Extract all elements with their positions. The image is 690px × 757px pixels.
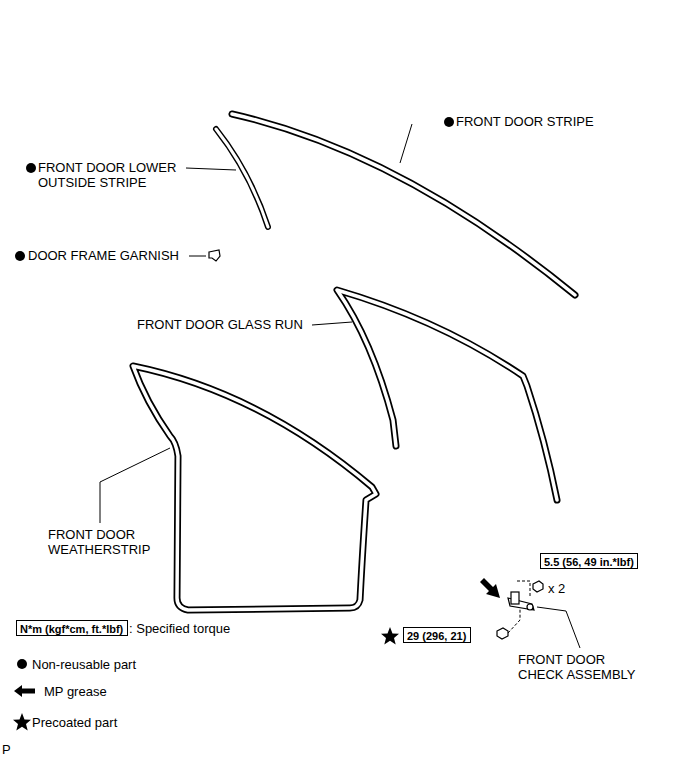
torque-box: 5.5 (56, 49 in.*lbf) xyxy=(540,553,638,569)
torque-box: N*m (kgf*cm, ft.*lbf) xyxy=(16,620,128,636)
part-label: FRONT DOOR WEATHERSTRIP xyxy=(48,527,166,557)
part-label: DOOR FRAME GARNISH xyxy=(28,248,179,263)
legend-text: Precoated part xyxy=(32,715,117,730)
part-label: FRONT DOOR STRIPE xyxy=(456,114,594,129)
lower-outside-stripe xyxy=(216,129,268,227)
non-reusable-dot xyxy=(15,251,25,261)
non-reusable-dot xyxy=(26,163,36,173)
torque-box: 29 (296, 21) xyxy=(403,627,471,643)
non-reusable-dot xyxy=(444,117,454,127)
glass-run xyxy=(337,290,557,500)
weatherstrip xyxy=(133,366,376,610)
non-reusable-dot xyxy=(17,659,27,669)
check-assembly xyxy=(497,581,543,639)
legend-text: : Specified torque xyxy=(129,621,230,636)
garnish-part xyxy=(209,250,220,261)
precoat-star xyxy=(381,627,399,645)
part-label: FRONT DOOR CHECK ASSEMBLY xyxy=(518,652,650,682)
part-label: FRONT DOOR GLASS RUN xyxy=(137,317,303,332)
torque-value: 5.5 (56, 49 in.*lbf) xyxy=(544,556,634,568)
grease-arrow xyxy=(14,685,35,697)
legend-text: MP grease xyxy=(44,684,107,699)
part-label: x 2 xyxy=(548,581,565,596)
part-label: FRONT DOOR LOWER OUTSIDE STRIPE xyxy=(38,160,198,190)
torque-value: N*m (kgf*cm, ft.*lbf) xyxy=(20,623,123,635)
torque-value: 29 (296, 21) xyxy=(407,630,466,642)
door-stripe xyxy=(232,114,575,295)
grease-arrow xyxy=(480,578,500,598)
precoat-star xyxy=(13,713,31,731)
legend-text: Non-reusable part xyxy=(32,657,136,672)
part-label: P xyxy=(2,742,11,757)
